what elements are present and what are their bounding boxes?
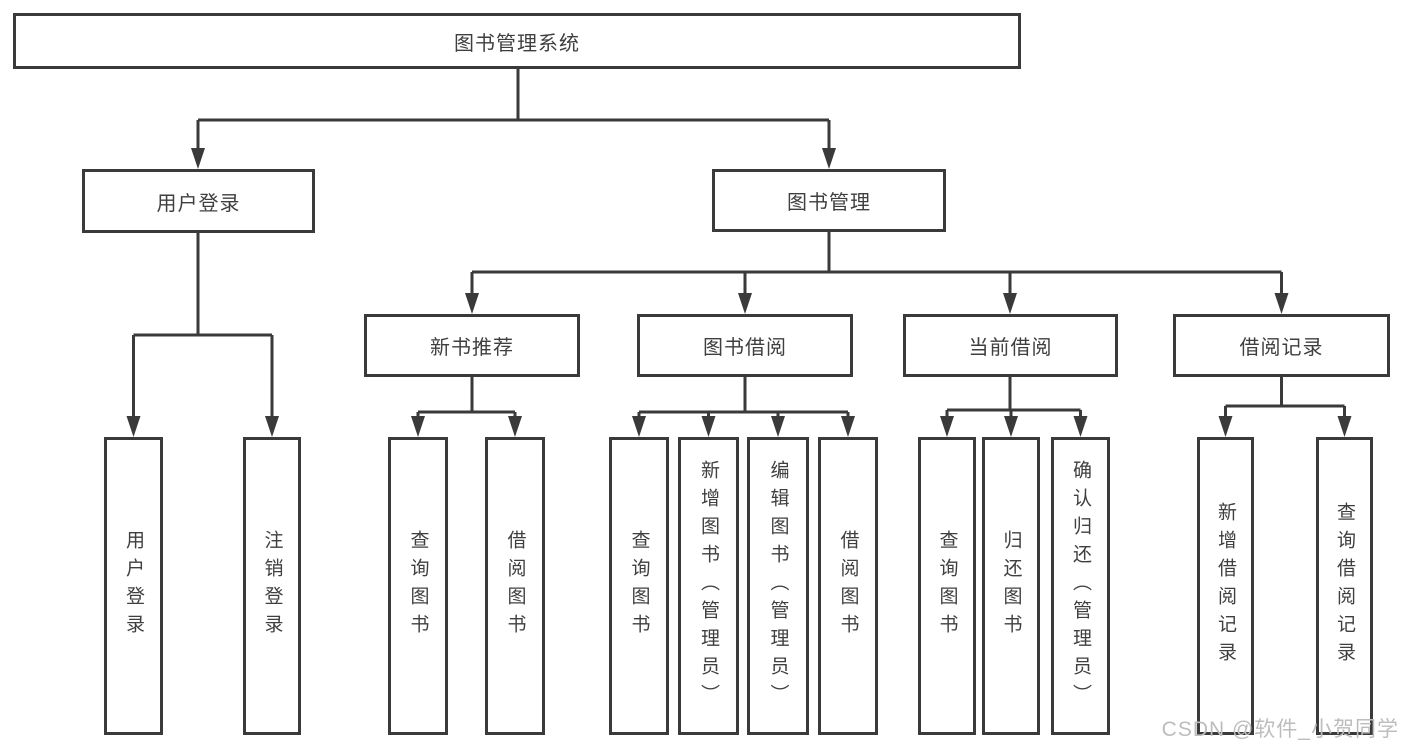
leaf-return-books-label: 归还图书 — [1000, 530, 1022, 642]
node-book-management: 图书管理 — [712, 169, 946, 232]
leaf-edit-books-admin: 编辑图书（管理员） — [747, 437, 809, 735]
node-root-label: 图书管理系统 — [454, 32, 580, 55]
leaf-add-books-admin: 新增图书（管理员） — [678, 437, 739, 735]
edge-book-management-to-level2 — [465, 232, 1289, 314]
watermark-text: CSDN @软件_小贺同学 — [1161, 718, 1399, 741]
node-user-login: 用户登录 — [82, 169, 315, 233]
edge-new-book-recommend-to-leaves — [411, 377, 522, 437]
leaf-query-borrow-record-label: 查询借阅记录 — [1334, 502, 1355, 670]
leaf-confirm-return-admin-label: 确认归还（管理员） — [1070, 460, 1091, 712]
edge-current-borrow-to-leaves — [940, 377, 1088, 437]
node-new-book-recommend: 新书推荐 — [364, 314, 580, 377]
node-book-management-label: 图书管理 — [787, 192, 871, 214]
edge-book-borrow-to-leaves — [632, 377, 855, 437]
node-user-login-label: 用户登录 — [156, 192, 241, 215]
leaf-borrow-books: 借阅图书 — [818, 437, 878, 735]
node-root: 图书管理系统 — [13, 13, 1021, 69]
leaf-query-books-current: 查询图书 — [918, 437, 976, 735]
edge-user-login-to-leaves — [126, 233, 279, 437]
edge-borrow-records-to-leaves — [1218, 377, 1352, 437]
leaf-return-books: 归还图书 — [982, 437, 1040, 735]
leaf-borrow-books-recommend: 借阅图书 — [485, 437, 545, 735]
node-book-borrow: 图书借阅 — [637, 314, 853, 377]
leaf-borrow-books-label: 借阅图书 — [837, 530, 859, 642]
leaf-query-books-borrow: 查询图书 — [609, 437, 669, 735]
leaf-user-login: 用户登录 — [104, 437, 163, 735]
leaf-logout: 注销登录 — [243, 437, 301, 735]
leaf-add-books-admin-label: 新增图书（管理员） — [698, 460, 719, 712]
leaf-add-borrow-record-label: 新增借阅记录 — [1215, 502, 1236, 670]
leaf-query-books-current-label: 查询图书 — [936, 530, 958, 642]
leaf-logout-label: 注销登录 — [261, 530, 283, 642]
leaf-edit-books-admin-label: 编辑图书（管理员） — [767, 460, 789, 712]
leaf-borrow-books-recommend-label: 借阅图书 — [504, 530, 526, 642]
leaf-query-books-recommend-label: 查询图书 — [407, 530, 429, 642]
leaf-query-books-recommend: 查询图书 — [388, 437, 448, 735]
edge-root-to-level1 — [191, 69, 836, 169]
leaf-query-books-borrow-label: 查询图书 — [628, 530, 650, 642]
node-borrow-records: 借阅记录 — [1173, 314, 1390, 377]
leaf-query-borrow-record: 查询借阅记录 — [1316, 437, 1373, 735]
node-current-borrow: 当前借阅 — [903, 314, 1118, 377]
leaf-user-login-label: 用户登录 — [123, 530, 144, 642]
node-borrow-records-label: 借阅记录 — [1239, 337, 1324, 359]
node-new-book-recommend-label: 新书推荐 — [430, 337, 514, 359]
node-book-borrow-label: 图书借阅 — [703, 337, 787, 359]
leaf-confirm-return-admin: 确认归还（管理员） — [1051, 437, 1110, 735]
node-current-borrow-label: 当前借阅 — [968, 337, 1053, 359]
leaf-add-borrow-record: 新增借阅记录 — [1197, 437, 1254, 735]
